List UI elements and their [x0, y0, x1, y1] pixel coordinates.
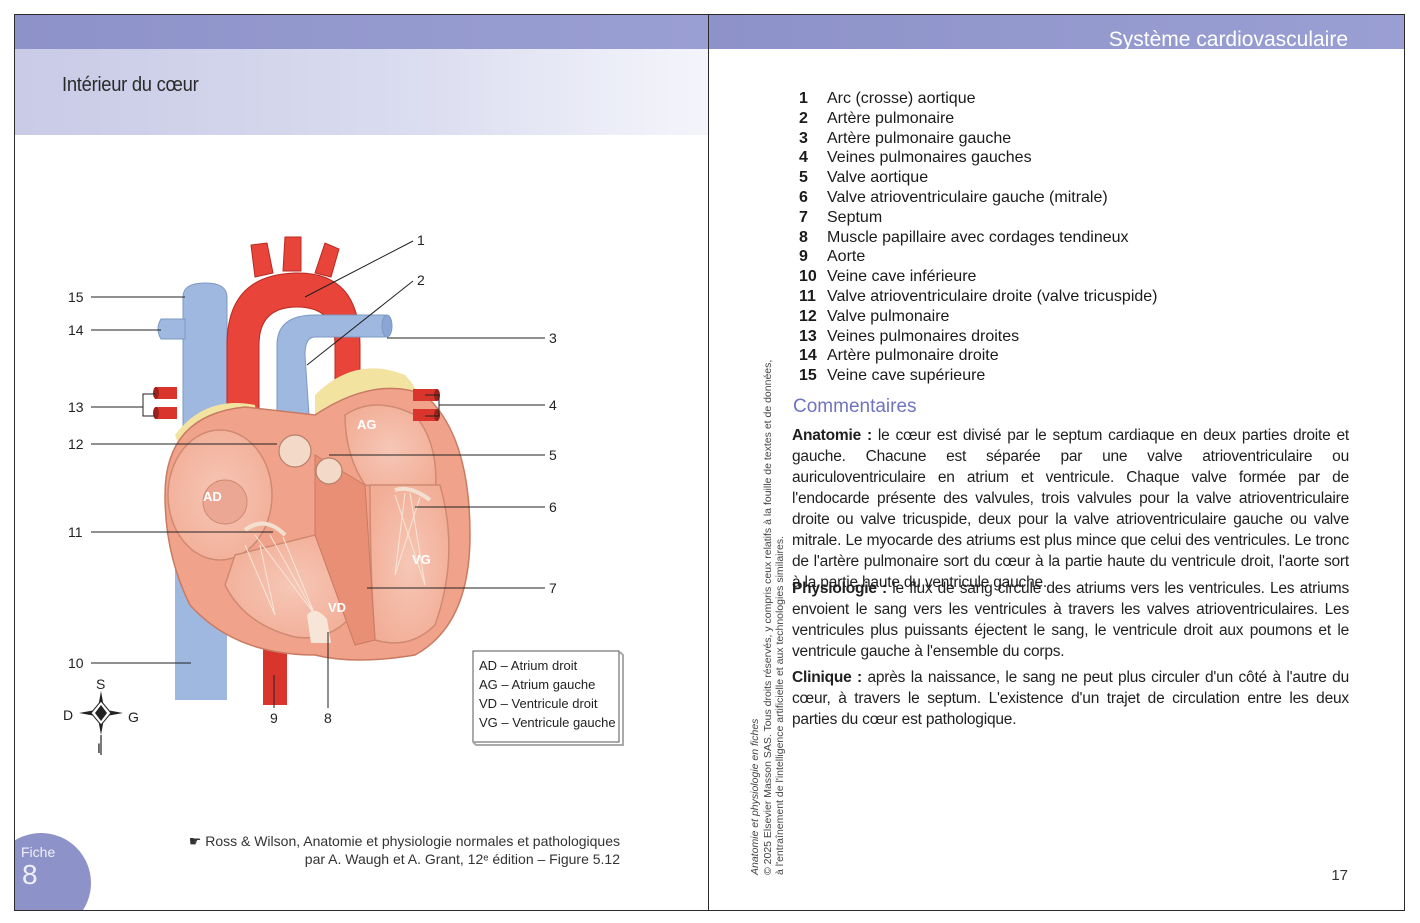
right-pulmonary-artery: [158, 319, 185, 339]
callout-7: 7: [549, 580, 557, 596]
label-ad: AD: [203, 489, 222, 504]
anatomy-paragraph: Anatomie : le cœur est divisé par le sep…: [792, 425, 1349, 593]
callout-10: 10: [68, 655, 84, 671]
left-ventricle: [370, 485, 449, 643]
key-ad: AD – Atrium droit: [479, 658, 578, 673]
right-pulmonary-veins: [153, 387, 177, 419]
callout-6: 6: [549, 499, 557, 515]
callout-14: 14: [68, 322, 84, 338]
callout-4: 4: [549, 397, 557, 413]
label-vd: VD: [328, 600, 346, 615]
callout-8: 8: [324, 710, 332, 726]
copyright-line-2: © 2025 Elsevier Masson SAS. Tous droits …: [762, 315, 775, 875]
label-ag: AG: [357, 417, 377, 432]
callout-3: 3: [549, 330, 557, 346]
physiology-paragraph: Physiologie : le flux de sang circule de…: [792, 578, 1349, 662]
credit-line-2: par A. Waugh et A. Grant, 12ᵉ édition – …: [189, 850, 620, 868]
figure-credit: ☛ Ross & Wilson, Anatomie et physiologie…: [189, 832, 620, 868]
copyright-notice: Anatomie et physiologie en fiches © 2025…: [749, 315, 789, 875]
aortic-branches: [251, 237, 339, 277]
copyright-line-3: à l'entraînement de l'intelligence artif…: [774, 315, 787, 875]
fiche-label: Fiche: [21, 844, 55, 860]
compass-d: D: [63, 707, 73, 723]
comments-heading: Commentaires: [793, 396, 917, 418]
callout-13: 13: [68, 399, 84, 415]
left-page: Intérieur du cœur: [14, 14, 709, 911]
callout-1: 1: [417, 232, 425, 248]
aortic-valve: [316, 458, 342, 484]
left-pulmonary-artery-end: [382, 315, 392, 337]
fiche-number: 8: [22, 859, 38, 891]
credit-line-1: Ross & Wilson, Anatomie et physiologie n…: [205, 833, 620, 849]
key-vg: VG – Ventricule gauche: [479, 715, 616, 730]
label-vg: VG: [412, 552, 431, 567]
pointing-hand-icon: ☛: [189, 833, 205, 849]
compass-g: G: [128, 709, 139, 725]
callout-9: 9: [270, 710, 278, 726]
compass-icon: [79, 691, 123, 755]
copyright-book-title: Anatomie et physiologie en fiches: [749, 315, 762, 875]
heart-interior-diagram: AD AG VD VG 1 2: [15, 15, 709, 911]
compass-i: I: [97, 740, 101, 756]
callout-5: 5: [549, 447, 557, 463]
callout-11: 11: [68, 524, 83, 540]
page-number: 17: [1331, 867, 1348, 884]
chapter-title: Système cardiovasculaire: [1109, 28, 1348, 52]
clinical-paragraph: Clinique : après la naissance, le sang n…: [792, 667, 1349, 730]
callout-12: 12: [68, 436, 84, 452]
callout-2: 2: [417, 272, 425, 288]
key-ag: AG – Atrium gauche: [479, 677, 595, 692]
pulmonary-valve: [279, 435, 311, 467]
key-vd: VD – Ventricule droit: [479, 696, 598, 711]
compass-s: S: [96, 676, 105, 692]
callout-15: 15: [68, 289, 84, 305]
